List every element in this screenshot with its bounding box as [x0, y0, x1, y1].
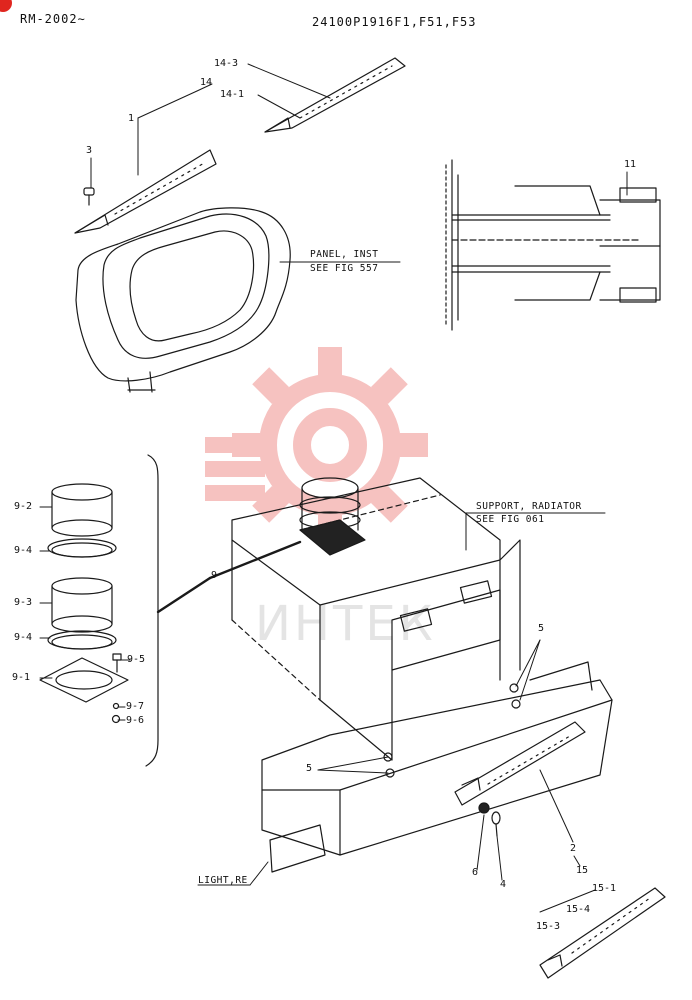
callout-14-3: 14-3	[214, 58, 239, 69]
plate-15	[539, 887, 666, 979]
bolts-5	[383, 683, 521, 778]
callout-15-1: 15-1	[592, 883, 617, 894]
group-bracket-9	[145, 454, 159, 767]
side-detail-view	[445, 159, 661, 331]
exploded-mount-9	[39, 483, 129, 724]
ref-panel-inst-line2: SEE FIG 557	[310, 263, 379, 274]
bracket-14	[264, 57, 406, 133]
callout-9-5: 9-5	[127, 654, 146, 665]
callout-9-6: 9-6	[126, 715, 145, 726]
cross-member	[261, 661, 613, 873]
callout-11: 11	[624, 159, 637, 170]
model-code: RM-2002∼	[20, 12, 86, 26]
callout-4: 4	[500, 879, 507, 890]
callout-3: 3	[86, 145, 93, 156]
callout-9-4-upper: 9-4	[14, 545, 33, 556]
mount-9-assembled	[299, 477, 366, 556]
callout-1: 1	[128, 113, 135, 124]
callout-5-left: 5	[306, 763, 313, 774]
callout-9-3: 9-3	[14, 597, 33, 608]
plate-2	[454, 721, 586, 806]
corner-marker	[0, 0, 12, 12]
ref-support-radiator-line2: SEE FIG 061	[476, 514, 545, 525]
callout-2: 2	[570, 843, 577, 854]
callout-15-3: 15-3	[536, 921, 561, 932]
ref-light-re: LIGHT,RE	[198, 875, 248, 886]
instrument-panel	[75, 207, 291, 393]
callout-14: 14	[200, 77, 213, 88]
callout-9-4-lower: 9-4	[14, 632, 33, 643]
callout-6: 6	[472, 867, 479, 878]
ref-support-radiator-line1: SUPPORT, RADIATOR	[476, 501, 582, 512]
callout-9-2: 9-2	[14, 501, 33, 512]
callout-14-1: 14-1	[220, 89, 245, 100]
callout-9-1: 9-1	[12, 672, 31, 683]
callout-15-4: 15-4	[566, 904, 591, 915]
bolt-3	[83, 187, 95, 206]
bolt-4-washer-6	[478, 802, 501, 837]
bracket-1	[74, 149, 217, 234]
callout-5-right: 5	[538, 623, 545, 634]
part-number: 24100P1916F1,F51,F53	[312, 15, 477, 29]
ref-panel-inst-line1: PANEL, INST	[310, 249, 379, 260]
leader-lines	[39, 63, 628, 913]
radiator-support	[231, 477, 521, 761]
callout-9-7: 9-7	[126, 701, 145, 712]
callout-15: 15	[576, 865, 589, 876]
callout-9: 9	[211, 570, 218, 581]
